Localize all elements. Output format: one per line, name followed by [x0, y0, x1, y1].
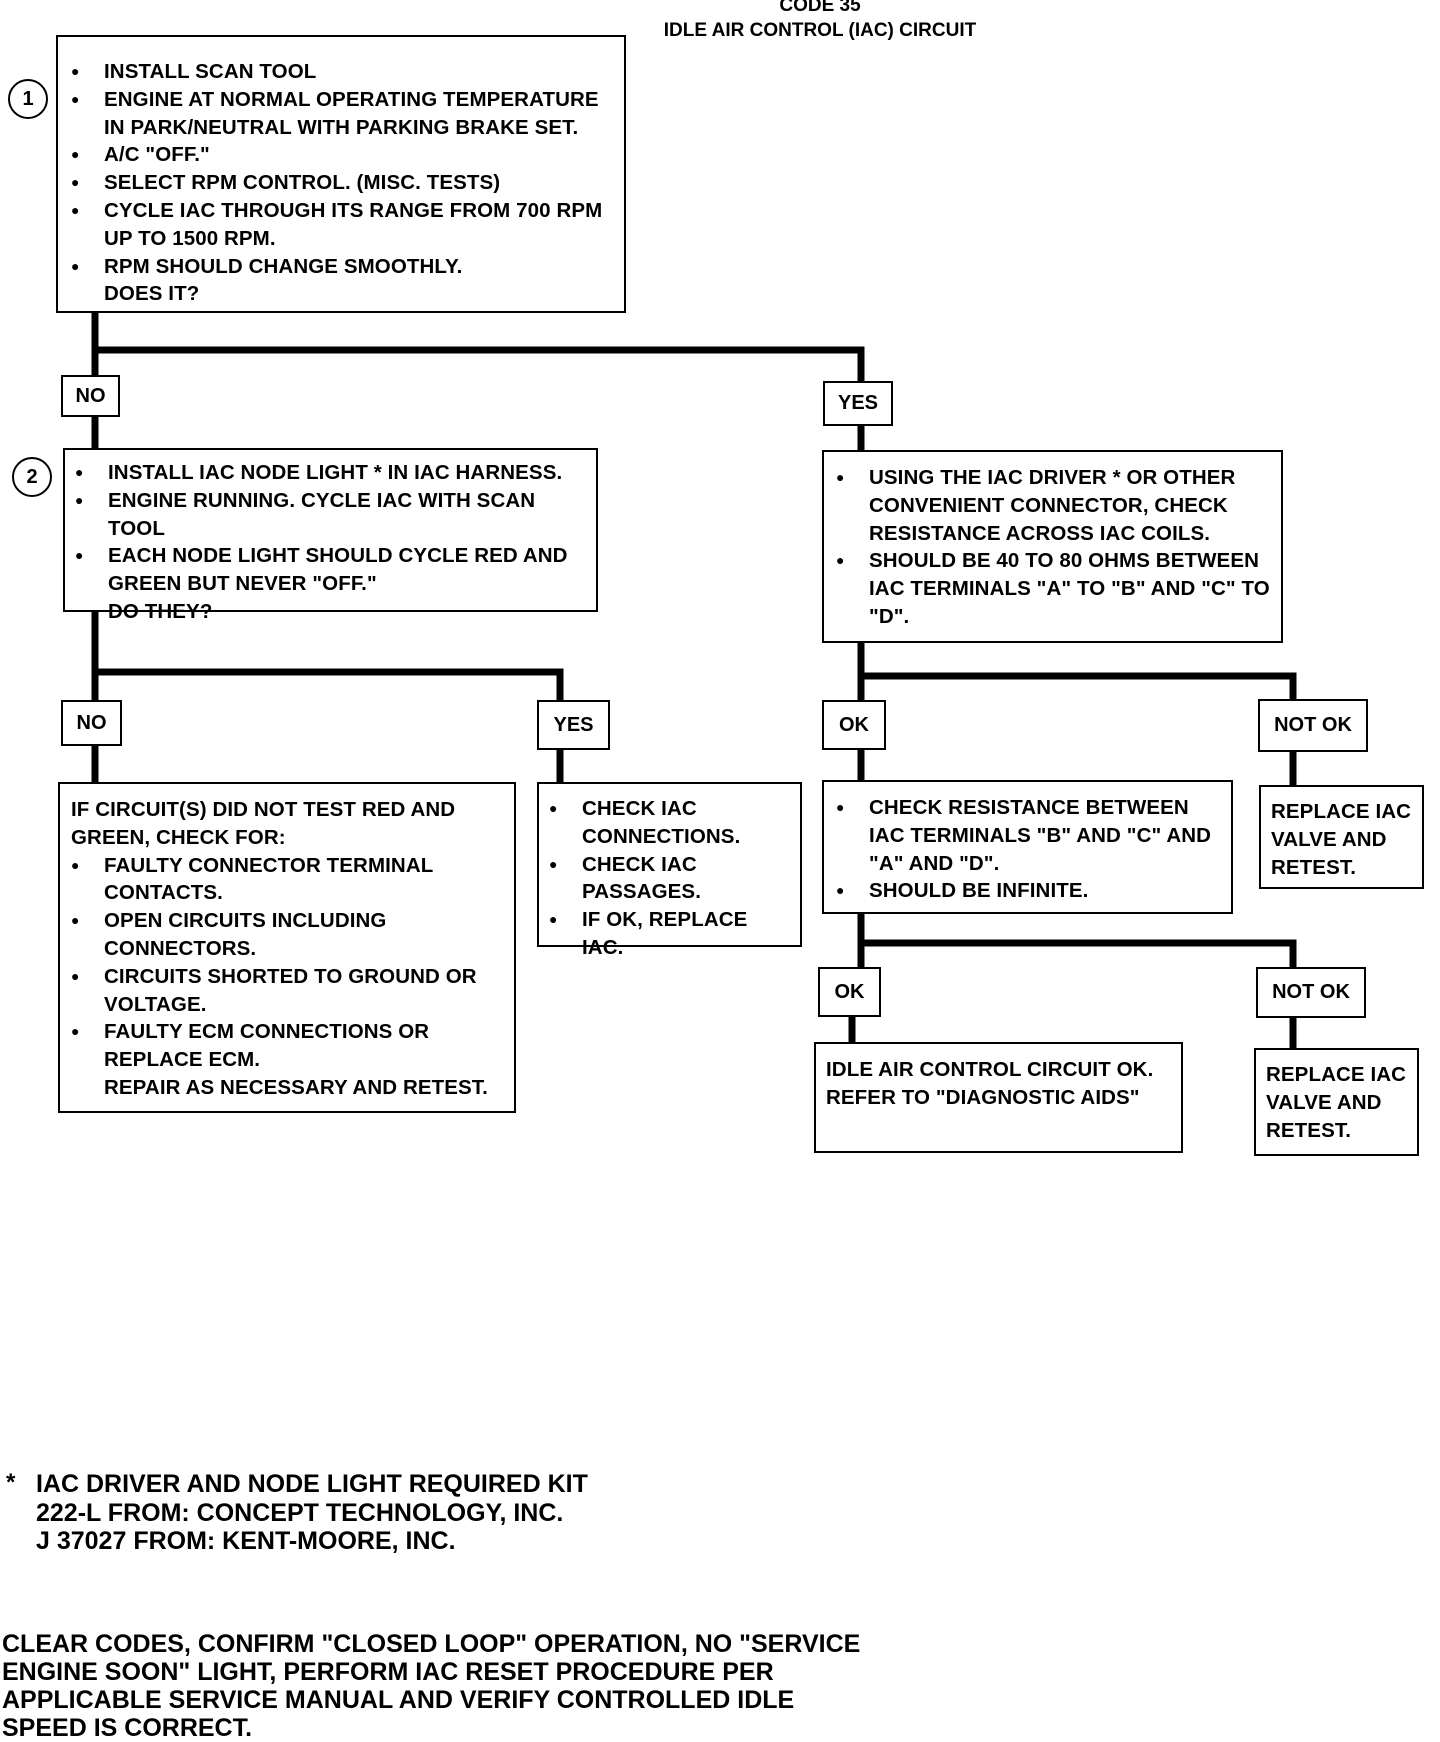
box-circuit-ok: IDLE AIR CONTROL CIRCUIT OK. REFER TO "D… — [814, 1042, 1183, 1153]
box4-outro: REPAIR AS NECESSARY AND RETEST. — [104, 1075, 488, 1099]
box5-item: CHECK IAC PASSAGES. — [549, 851, 794, 907]
box-check-connections: CHECK IAC CONNECTIONS. CHECK IAC PASSAGE… — [537, 782, 802, 959]
box-replace-valve-2: REPLACE IAC VALVE AND RETEST. — [1254, 1048, 1419, 1156]
footnote-line: 222-L FROM: CONCEPT TECHNOLOGY, INC. — [36, 1498, 564, 1527]
box1-item: ENGINE AT NORMAL OPERATING TEMPERATURE I… — [71, 86, 614, 142]
box5-item: CHECK IAC CONNECTIONS. — [549, 795, 794, 851]
box2-item: EACH NODE LIGHT SHOULD CYCLE RED AND GRE… — [75, 542, 590, 598]
closing-instructions: CLEAR CODES, CONFIRM "CLOSED LOOP" OPERA… — [2, 1630, 861, 1742]
label-yes-1: YES — [823, 381, 893, 426]
label-not-ok-2: NOT OK — [1256, 967, 1366, 1018]
box-circuit-faults: IF CIRCUIT(S) DID NOT TEST RED AND GREEN… — [58, 782, 516, 1113]
box1-item: CYCLE IAC THROUGH ITS RANGE FROM 700 RPM… — [71, 197, 614, 253]
box2-question: DO THEY? — [108, 599, 213, 623]
footnote-line: IAC DRIVER AND NODE LIGHT REQUIRED KIT — [36, 1470, 588, 1498]
label-not-ok-1: NOT OK — [1258, 699, 1368, 752]
box1-item: INSTALL SCAN TOOL — [71, 58, 614, 86]
box4-item: FAULTY CONNECTOR TERMINAL CONTACTS. — [71, 852, 508, 908]
box6-item: SHOULD BE INFINITE. — [836, 877, 1225, 905]
box5-item: IF OK, REPLACE IAC. — [549, 906, 794, 962]
box4-item: FAULTY ECM CONNECTIONS OR REPLACE ECM. — [71, 1018, 508, 1074]
diagram-title: IDLE AIR CONTROL (IAC) CIRCUIT — [663, 20, 977, 41]
box-resistance-check: USING THE IAC DRIVER * OR OTHER CONVENIE… — [822, 450, 1283, 643]
footnote-mark: * — [6, 1469, 16, 1496]
box2-item: INSTALL IAC NODE LIGHT * IN IAC HARNESS. — [75, 459, 590, 487]
box4-intro: IF CIRCUIT(S) DID NOT TEST RED AND GREEN… — [71, 798, 456, 849]
step-marker-2: 2 — [12, 457, 52, 497]
label-ok-1: OK — [822, 700, 886, 750]
box3-item: SHOULD BE 40 TO 80 OHMS BETWEEN IAC TERM… — [836, 547, 1275, 630]
label-no-2: NO — [61, 700, 122, 746]
box4-item: CIRCUITS SHORTED TO GROUND OR VOLTAGE. — [71, 963, 508, 1019]
box3-item: USING THE IAC DRIVER * OR OTHER CONVENIE… — [836, 464, 1275, 547]
box2-item: ENGINE RUNNING. CYCLE IAC WITH SCAN TOOL — [75, 487, 590, 543]
box-node-light-test: INSTALL IAC NODE LIGHT * IN IAC HARNESS.… — [63, 448, 598, 623]
box-replace-valve-1: REPLACE IAC VALVE AND RETEST. — [1259, 785, 1424, 889]
box1-item: SELECT RPM CONTROL. (MISC. TESTS) — [71, 169, 614, 197]
footnote: IAC DRIVER AND NODE LIGHT REQUIRED KIT 2… — [36, 1470, 588, 1556]
box6-item: CHECK RESISTANCE BETWEEN IAC TERMINALS "… — [836, 794, 1225, 877]
code-title: CODE 35 — [779, 0, 861, 16]
box1-question: DOES IT? — [104, 282, 200, 306]
label-no-1: NO — [61, 375, 120, 417]
label-yes-2: YES — [537, 700, 610, 750]
box1-item: A/C "OFF." — [71, 141, 614, 169]
box4-item: OPEN CIRCUITS INCLUDING CONNECTORS. — [71, 907, 508, 963]
step-marker-1: 1 — [8, 79, 48, 119]
box-initial-check: INSTALL SCAN TOOL ENGINE AT NORMAL OPERA… — [56, 35, 626, 313]
footnote-line: J 37027 FROM: KENT-MOORE, INC. — [36, 1527, 456, 1555]
box-infinite-resistance: CHECK RESISTANCE BETWEEN IAC TERMINALS "… — [822, 780, 1233, 914]
box1-item: RPM SHOULD CHANGE SMOOTHLY. — [71, 253, 614, 281]
label-ok-2: OK — [818, 967, 881, 1017]
